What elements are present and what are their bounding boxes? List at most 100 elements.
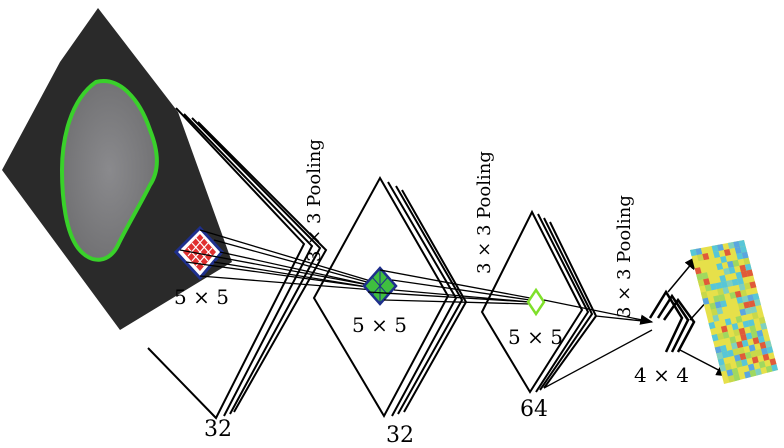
feature-map-cell: [747, 363, 755, 371]
feature-map-cell: [700, 291, 708, 299]
final-stack: [648, 289, 696, 353]
kernel2: [362, 266, 398, 306]
feature-map-cell: [735, 271, 743, 279]
feature-map-cell: [734, 354, 741, 362]
feature-map-cell: [717, 288, 724, 296]
feature-map-cell: [741, 295, 749, 303]
feature-map-cell: [738, 283, 746, 291]
feature-map-cell: [754, 299, 761, 307]
feature-map-cell: [740, 289, 748, 297]
feature-map-cell: [733, 241, 741, 248]
cell-outline: [59, 79, 159, 262]
feature-map-cell: [724, 318, 732, 326]
feature-map-cell: [737, 347, 745, 355]
feature-map-cell: [769, 358, 777, 366]
feature-map-cell: [739, 353, 747, 361]
pooling3-label: 3 × 3 Pooling: [614, 195, 635, 318]
feature-map-cell: [717, 332, 724, 341]
feature-map-cell: [749, 325, 757, 333]
feature-map-cell: [732, 259, 740, 267]
feature-map-cell: [714, 346, 722, 354]
feature-map-cell: [727, 260, 734, 268]
conv3-depth-label: 64: [520, 397, 548, 422]
feature-map-cell: [722, 331, 730, 339]
feature-map-cell: [734, 246, 742, 254]
feature-map-cell: [726, 369, 734, 377]
feature-map-cell: [710, 308, 718, 316]
feature-map-cell: [739, 264, 747, 272]
feature-map-cell: [713, 251, 721, 258]
feature-map-cell: [727, 349, 734, 357]
feature-map-cell: [771, 364, 778, 372]
feature-map-cell: [713, 295, 721, 303]
feature-map-cell: [697, 279, 705, 287]
feature-map-cell: [727, 375, 735, 383]
feature-map-cell: [723, 267, 731, 275]
feature-map-cell: [762, 353, 770, 361]
feature-map-cell: [741, 251, 749, 259]
feature-map-cell: [734, 290, 742, 298]
feature-map-cell: [741, 359, 748, 367]
feature-map-cell: [733, 329, 741, 337]
feature-map-cell: [728, 266, 736, 274]
feature-map-cell: [694, 267, 702, 275]
feature-map-cell: [737, 277, 744, 285]
feature-map-cell: [749, 369, 757, 377]
feature-map-cell: [754, 368, 762, 376]
feature-map-cell: [743, 257, 751, 265]
feature-map-cell: [755, 349, 763, 357]
flattened-feature-map: [690, 240, 778, 384]
feature-map-cell: [711, 245, 719, 252]
feature-map-cell: [750, 350, 758, 358]
feature-map-cell: [747, 319, 755, 327]
feature-map-cell: [716, 263, 724, 271]
kernel3-label: 5 × 5: [508, 325, 563, 349]
feature-map-cell: [721, 350, 729, 359]
feature-map-cell: [740, 333, 748, 341]
feature-map-cell: [710, 283, 717, 291]
feature-map-cell: [716, 307, 724, 315]
feature-map-cell: [736, 341, 744, 349]
feature-map-cell: [717, 244, 724, 251]
feature-map-cell: [747, 294, 755, 302]
feature-map-cell: [760, 322, 768, 330]
feature-map-cell: [702, 297, 710, 305]
feature-map-cell: [752, 293, 760, 301]
feature-map-cell: [718, 294, 726, 302]
kernel1-label: 5 × 5: [174, 285, 229, 309]
feature-map-cell: [720, 256, 727, 263]
feature-map-cell: [744, 351, 752, 359]
feature-map-cell: [751, 331, 758, 339]
feature-map-cell: [720, 300, 728, 308]
feature-map-cell: [729, 336, 737, 344]
input-image: [2, 8, 232, 330]
feature-map-cell: [751, 312, 759, 320]
feature-map-cell: [751, 356, 759, 364]
feature-map-cell: [724, 363, 732, 371]
feature-map-cell: [766, 346, 774, 354]
feature-map-cell: [744, 263, 752, 271]
feature-map-cell: [719, 275, 727, 283]
feature-map-cell: [730, 342, 738, 350]
feature-map-cell: [712, 314, 720, 322]
feature-map-cell: [716, 352, 724, 360]
feature-map-cell: [731, 278, 739, 286]
feature-map-cell: [723, 249, 731, 256]
feature-map-cell: [735, 360, 743, 368]
feature-map-cell: [690, 249, 697, 257]
feature-map-cell: [742, 320, 750, 328]
feature-map-cell: [738, 240, 746, 247]
feature-map-cell: [719, 364, 727, 372]
pooling1-label: 3 × 3 Pooling: [304, 139, 325, 262]
feature-map-cell: [759, 341, 767, 349]
feature-map-cell: [720, 281, 728, 289]
feature-map-cell: [736, 252, 744, 260]
feature-map-cell: [731, 367, 739, 376]
feature-map-cell: [726, 279, 734, 287]
feature-map-cell: [744, 371, 751, 379]
feature-map-cell: [738, 327, 746, 335]
feature-map-cell: [752, 337, 760, 345]
feature-map-cell: [714, 301, 722, 309]
feature-map-cell: [696, 273, 704, 281]
